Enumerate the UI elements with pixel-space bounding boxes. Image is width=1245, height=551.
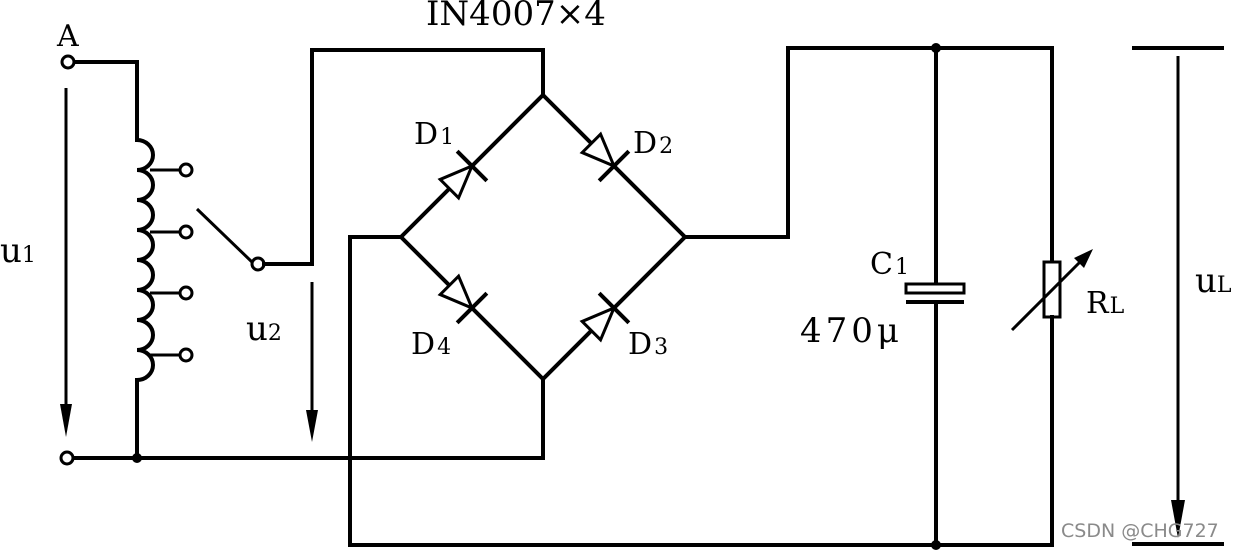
- bridge-rectifier: [348, 46, 1054, 547]
- u2-label: u2: [246, 309, 282, 349]
- labels: IN4007×4 A u1 u2 uL D1 D2 D3 D4 C1 470μ …: [0, 0, 1232, 362]
- terminal-label-a: A: [56, 19, 79, 54]
- diode-d4: [437, 273, 489, 325]
- title-label: IN4007×4: [426, 0, 606, 34]
- diode-d1: [437, 149, 489, 201]
- input-terminal-a: [60, 54, 76, 70]
- capacitor-c1: [904, 43, 966, 550]
- tap-terminal: [178, 224, 194, 240]
- c1-label: C1: [870, 247, 909, 282]
- input-terminal-b: [59, 450, 75, 466]
- voltage-arrows: [60, 46, 1224, 546]
- diode-d3: [579, 291, 631, 343]
- d3-label: D3: [628, 327, 668, 362]
- transformer-coil: [134, 137, 155, 383]
- tap-terminal: [178, 162, 194, 178]
- load-resistor-rl: [1010, 46, 1093, 547]
- d2-label: D2: [633, 126, 673, 161]
- u1-label: u1: [0, 231, 36, 271]
- ul-label: uL: [1195, 261, 1232, 301]
- rl-label: RL: [1086, 286, 1125, 321]
- input-transformer: [59, 48, 545, 466]
- c1-value-label: 470μ: [800, 311, 903, 351]
- junction-dot: [931, 43, 941, 53]
- tap-terminal: [178, 347, 194, 363]
- junction-dot: [132, 453, 142, 463]
- variable-arrow: [1010, 254, 1088, 332]
- d4-label: D4: [411, 327, 451, 362]
- tap-selector-switch: [195, 207, 254, 264]
- junction-dot: [931, 540, 941, 550]
- diode-d2: [579, 131, 631, 183]
- d1-label: D1: [414, 117, 454, 152]
- tap-terminal: [178, 285, 194, 301]
- watermark: CSDN @CHG727: [1061, 520, 1219, 542]
